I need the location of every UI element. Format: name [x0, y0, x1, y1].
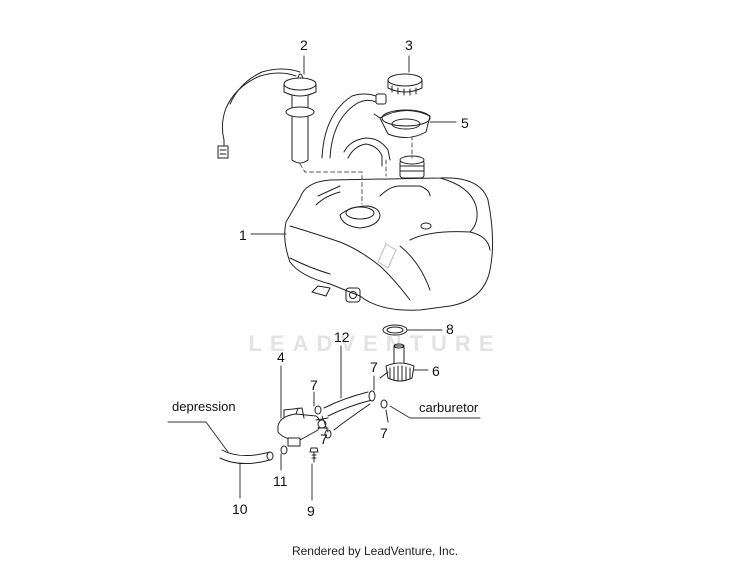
callout-7-a: 7 — [310, 377, 318, 393]
watermark: LEADVENTURE — [0, 331, 750, 357]
fuel-sender — [217, 68, 317, 164]
filler-neck — [399, 155, 425, 179]
label-carburetor: carburetor — [419, 400, 479, 415]
callout-7-d: 7 — [380, 425, 388, 441]
fuel-strainer — [373, 109, 431, 138]
callout-8: 8 — [446, 321, 454, 337]
clamp-8 — [382, 324, 408, 336]
depression-hose — [219, 449, 274, 464]
callout-12: 12 — [334, 329, 350, 345]
callout-7-c: 7 — [370, 359, 378, 375]
callout-5: 5 — [461, 115, 469, 131]
callout-9: 9 — [307, 503, 315, 519]
footer-credit: Rendered by LeadVenture, Inc. — [291, 544, 459, 558]
leader-lines — [167, 55, 481, 501]
screw-9 — [309, 447, 319, 463]
callout-3: 3 — [405, 37, 413, 53]
breather-tube — [321, 93, 391, 167]
clamp-11 — [280, 445, 288, 455]
fuel-tank — [284, 177, 494, 311]
callout-1: 1 — [239, 227, 247, 243]
callout-6: 6 — [432, 363, 440, 379]
callout-4: 4 — [277, 349, 285, 365]
label-depression: depression — [172, 399, 236, 414]
callout-10: 10 — [232, 501, 248, 517]
fuel-cap — [387, 73, 423, 96]
callout-2: 2 — [300, 37, 308, 53]
fuel-valve — [277, 407, 329, 447]
alignment-lines — [299, 135, 413, 205]
callout-7-b: 7 — [320, 431, 328, 447]
fuel-hose — [314, 390, 388, 439]
fuel-filter — [379, 343, 415, 382]
callout-11: 11 — [273, 473, 288, 489]
watermark-text: LEADVENTURE — [248, 331, 502, 356]
